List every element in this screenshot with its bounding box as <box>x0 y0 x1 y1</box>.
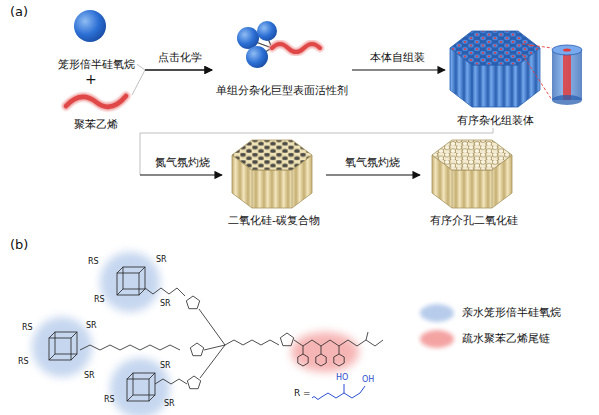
structure-label: RS <box>104 396 115 404</box>
route-line <box>132 70 145 95</box>
arrow-label: 点击化学 <box>158 52 202 63</box>
process-arrow <box>137 64 212 70</box>
arrow-label: 本体自组装 <box>370 52 425 63</box>
node-caption: 单组分杂化巨型表面活性剂 <box>192 84 372 98</box>
structure-label: SR <box>164 400 175 408</box>
structure-label: SR <box>84 372 95 380</box>
panel-label: (b) <box>10 238 28 251</box>
legend-swatch <box>420 304 454 322</box>
process-arrow <box>140 128 493 175</box>
arrow-line <box>326 174 420 175</box>
node-caption: 笼形倍半硅氧烷 <box>35 58 157 72</box>
legend-swatch <box>420 330 454 348</box>
arrow-label: 氮气氛灼烧 <box>155 157 210 168</box>
figure-node: 笼形倍半硅氧烷 <box>55 8 137 72</box>
process-arrow <box>352 70 445 71</box>
polymer-chain <box>66 96 126 107</box>
chemical-structure <box>32 252 383 415</box>
figure-node: 有序杂化组装体 <box>445 25 545 128</box>
giant-surfactant <box>237 21 320 68</box>
figure-node: 二氧化硅-碳复合物 <box>222 138 326 228</box>
figure-node: 有序介孔二氧化硅 <box>420 138 528 228</box>
node-caption: 聚苯乙烯 <box>40 118 152 132</box>
poss-sphere <box>74 10 106 42</box>
panel-label: (a) <box>10 5 28 18</box>
legend-text: 亲水笼形倍半硅氧烷 <box>462 304 561 322</box>
structure-label: SR <box>160 362 171 370</box>
structure-label: R = <box>294 389 311 398</box>
figure-node: 聚苯乙烯 <box>60 84 132 132</box>
node-caption: 有序介孔二氧化硅 <box>400 214 548 228</box>
silica-carbon-block <box>232 140 312 208</box>
structure-label: RS <box>88 258 99 266</box>
arrow-label: 氧气氛灼烧 <box>345 157 400 168</box>
panel-label: + <box>85 72 97 86</box>
arrow-line <box>352 69 445 70</box>
node-caption: 二氧化硅-碳复合物 <box>202 214 346 228</box>
process-arrow <box>326 175 420 176</box>
arrow-line <box>145 69 212 70</box>
structure-label: SR <box>160 300 171 308</box>
structure-label: RS <box>94 296 105 304</box>
mesoporous-silica-block <box>432 140 512 208</box>
arrow-line <box>145 69 212 70</box>
figure-node: 单组分杂化巨型表面活性剂 <box>212 22 352 98</box>
structure-label: RS <box>22 324 33 332</box>
node-caption: 有序杂化组装体 <box>425 114 565 128</box>
route-line <box>140 128 493 175</box>
structure-label: SR <box>156 256 167 264</box>
structure-label: OH <box>362 376 374 384</box>
route-line <box>137 64 145 70</box>
hybrid-assembly <box>450 31 582 107</box>
structure-label: SR <box>86 322 97 330</box>
structure-label: RS <box>18 358 29 366</box>
legend-text: 疏水聚苯乙烯尾链 <box>462 330 550 348</box>
arrow-line <box>140 174 222 175</box>
structure-label: HO <box>336 374 348 382</box>
process-arrow <box>132 70 212 95</box>
